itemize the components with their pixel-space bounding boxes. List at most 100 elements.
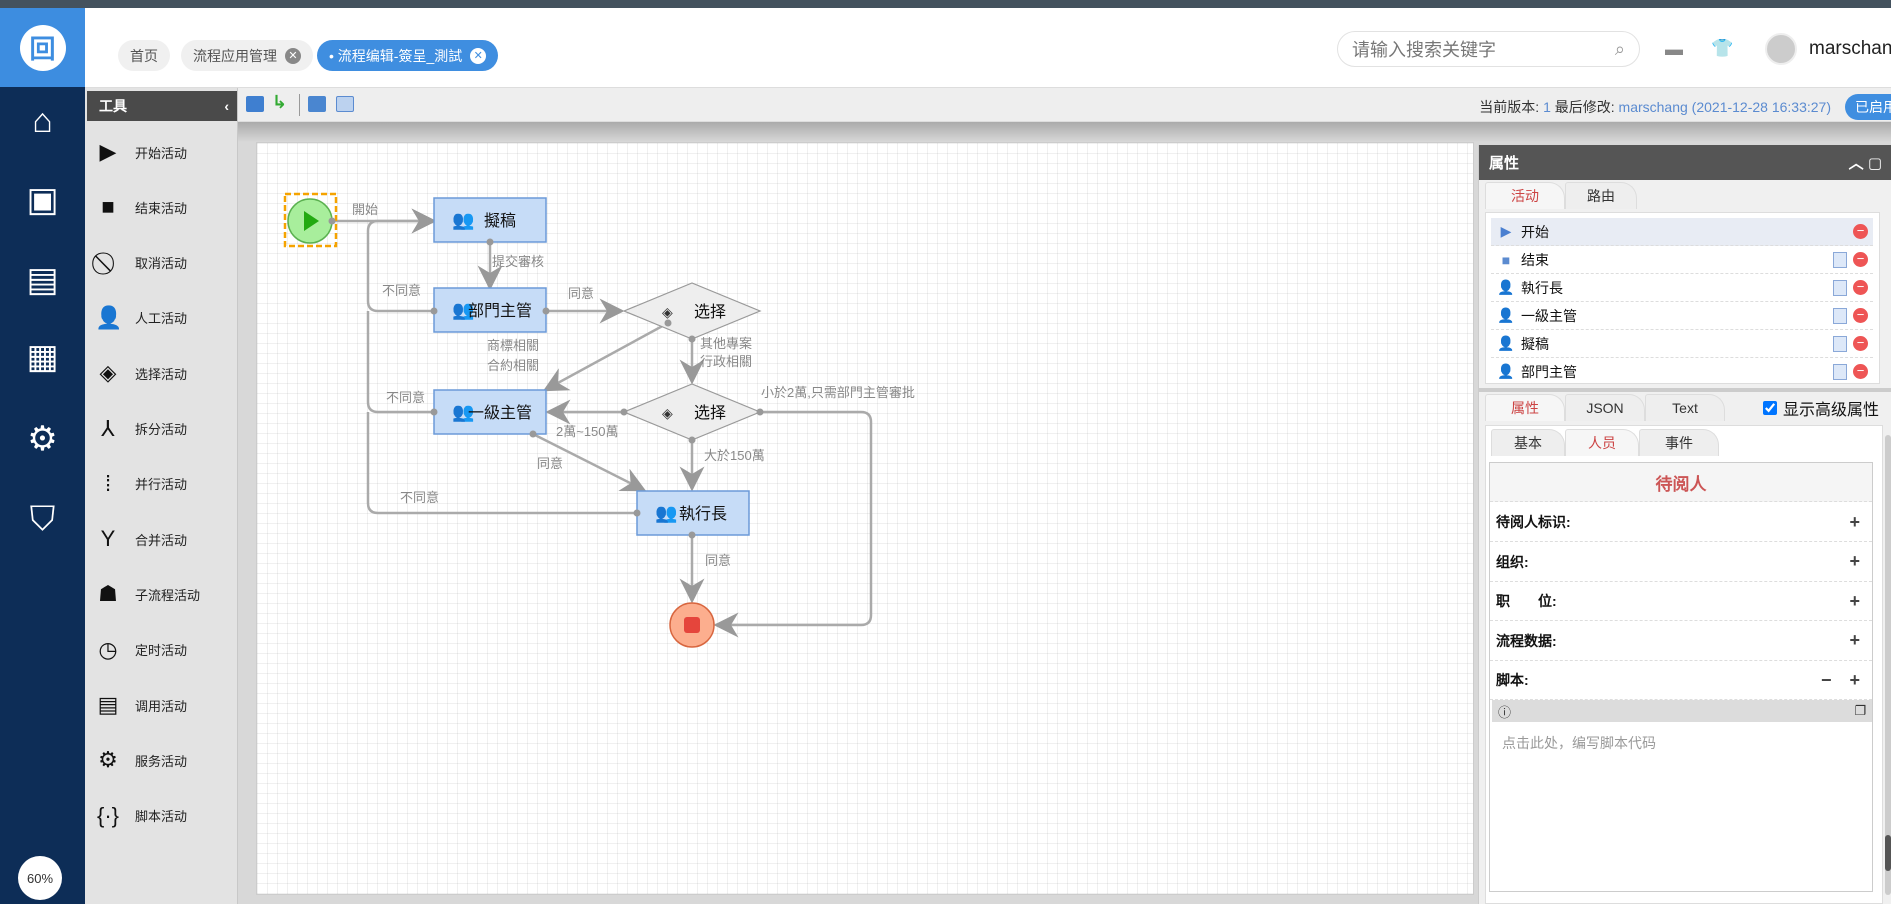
activity-row[interactable]: ■结束− (1491, 246, 1873, 274)
bag-icon[interactable]: ⛉ (29, 499, 56, 538)
collapse-icon[interactable]: ‹ (224, 98, 229, 114)
plus-icon[interactable]: + (1849, 551, 1860, 571)
copy-icon[interactable] (1833, 308, 1847, 324)
tab-properties[interactable]: 属性 (1485, 394, 1565, 421)
close-icon[interactable]: ✕ (285, 47, 301, 64)
username[interactable]: marschang (1809, 38, 1891, 59)
shirt-icon[interactable]: 👕 (1711, 38, 1734, 58)
advanced-checkbox-input[interactable] (1762, 401, 1777, 415)
delete-icon[interactable]: − (1853, 280, 1868, 295)
tool-item[interactable]: {·}脚本活动 (95, 796, 235, 836)
tab-personnel[interactable]: 人员 (1565, 429, 1639, 456)
search-input[interactable]: 请输入搜索关键字⌕ (1337, 31, 1640, 67)
minus-icon[interactable]: − (1820, 669, 1832, 690)
task-label: 一級主管 (468, 404, 532, 422)
panel-title: 属性 (1489, 155, 1520, 172)
delete-icon[interactable]: − (1853, 224, 1868, 239)
app-logo[interactable]: 回 (0, 8, 85, 87)
tab-basic[interactable]: 基本 (1491, 429, 1565, 456)
copy-icon[interactable] (1833, 336, 1847, 352)
activity-row[interactable]: 👤擬稿− (1491, 330, 1873, 358)
delete-icon[interactable]: − (1853, 364, 1868, 379)
message-icon[interactable]: ▬ (1665, 39, 1683, 59)
tab-home[interactable]: 首页 (118, 40, 170, 71)
properties-icon[interactable] (336, 96, 354, 112)
user-settings-icon[interactable]: ⚙ (27, 420, 58, 458)
monitor-user-icon[interactable]: ▣ (26, 181, 59, 219)
tab-events[interactable]: 事件 (1639, 429, 1719, 456)
tool-item[interactable]: ⅄拆分活动 (95, 409, 235, 449)
selection-box (283, 192, 338, 248)
publish-icon[interactable]: ↳ (272, 92, 288, 112)
activity-row[interactable]: ▶开始− (1491, 218, 1873, 246)
flow-edge[interactable] (366, 208, 437, 313)
task-node[interactable] (433, 197, 547, 243)
tab-json[interactable]: JSON (1565, 394, 1645, 421)
flow-edge[interactable] (542, 321, 669, 392)
home-icon[interactable]: ⌂ (32, 101, 53, 140)
tool-item[interactable]: ▤调用活动 (95, 685, 235, 725)
panel-splitter[interactable] (1479, 388, 1891, 392)
tool-item[interactable]: ⚙服务活动 (95, 740, 235, 780)
info-icon[interactable]: ⓘ (1498, 704, 1512, 720)
enabled-status-button[interactable]: 已启用 (1845, 94, 1891, 120)
maximize-icon[interactable]: ❐ (1854, 703, 1866, 718)
tab-text[interactable]: Text (1645, 394, 1725, 421)
activity-row[interactable]: 👤執行長− (1491, 274, 1873, 302)
delete-icon[interactable]: − (1853, 252, 1868, 267)
tool-icon: ▤ (97, 692, 119, 717)
tab-route[interactable]: 路由 (1565, 182, 1637, 209)
plus-icon[interactable]: + (1849, 630, 1860, 650)
tool-item[interactable]: ■结束活动 (95, 187, 235, 227)
zoom-level[interactable]: 60% (18, 856, 62, 900)
choice-node[interactable] (622, 383, 762, 441)
scrollbar-thumb[interactable] (1885, 835, 1891, 871)
choice-node[interactable] (622, 282, 762, 340)
tab-process-app-management[interactable]: 流程应用管理✕ (181, 40, 313, 71)
task-label: 部門主管 (468, 302, 532, 320)
save-as-icon[interactable] (308, 96, 326, 112)
plus-icon[interactable]: + (1849, 669, 1860, 690)
plus-icon[interactable]: + (1849, 511, 1860, 532)
tab-activity[interactable]: 活动 (1485, 182, 1565, 209)
play-icon (304, 211, 319, 231)
tab-process-edit[interactable]: • 流程编辑-簽呈_測試✕ (317, 40, 499, 71)
tool-item[interactable]: ▶开始活动 (95, 132, 235, 172)
tool-item[interactable]: ☗子流程活动 (95, 574, 235, 614)
flow-edge[interactable] (366, 412, 637, 515)
properties-panel: 属性︿ ▢ 活动 路由 ▶开始−■结束−👤執行長−👤一級主管−👤擬稿−👤部門主管… (1478, 145, 1891, 904)
panel-controls-icon[interactable]: ︿ ▢ (1848, 155, 1882, 172)
activity-label: 开始 (1521, 223, 1549, 240)
close-icon[interactable]: ✕ (470, 47, 487, 64)
script-editor[interactable]: 点击此处，编写脚本代码 (1502, 735, 1656, 751)
delete-icon[interactable]: − (1853, 308, 1868, 323)
activity-row[interactable]: 👤一級主管− (1491, 302, 1873, 330)
search-icon[interactable]: ⌕ (1614, 38, 1625, 59)
tool-item[interactable]: ⃠取消活动 (95, 243, 235, 283)
tool-item[interactable]: ◷定时活动 (95, 630, 235, 670)
news-icon[interactable]: ▤ (26, 261, 59, 299)
field-row: 组织:+ (1490, 543, 1872, 582)
task-node[interactable] (433, 389, 547, 435)
copy-icon[interactable] (1833, 364, 1847, 380)
advanced-checkbox[interactable]: 显示高级属性 (1762, 396, 1879, 420)
activity-row[interactable]: 👤部門主管− (1491, 358, 1873, 383)
flow-diagram[interactable]: 👥擬稿👥部門主管👥一級主管👥執行長◈选择◈选择開始提交審核不同意同意商標相關合約… (256, 142, 1474, 895)
save-icon[interactable] (246, 96, 264, 112)
flow-edge[interactable] (532, 432, 647, 492)
flow-canvas[interactable] (256, 142, 1474, 895)
calendar-icon[interactable]: ▦ (26, 338, 59, 376)
tool-item[interactable]: 👤人工活动 (95, 298, 235, 338)
copy-icon[interactable] (1833, 280, 1847, 296)
copy-icon[interactable] (1833, 252, 1847, 268)
flow-edge[interactable] (713, 410, 873, 638)
task-node[interactable] (636, 490, 750, 536)
delete-icon[interactable]: − (1853, 336, 1868, 351)
plus-icon[interactable]: + (1849, 590, 1860, 611)
tool-item[interactable]: ◈选择活动 (95, 353, 235, 393)
tool-item[interactable]: ⁞并行活动 (95, 464, 235, 504)
flow-edge[interactable] (366, 311, 434, 414)
avatar[interactable] (1765, 33, 1797, 65)
scrollbar[interactable] (1885, 435, 1891, 895)
